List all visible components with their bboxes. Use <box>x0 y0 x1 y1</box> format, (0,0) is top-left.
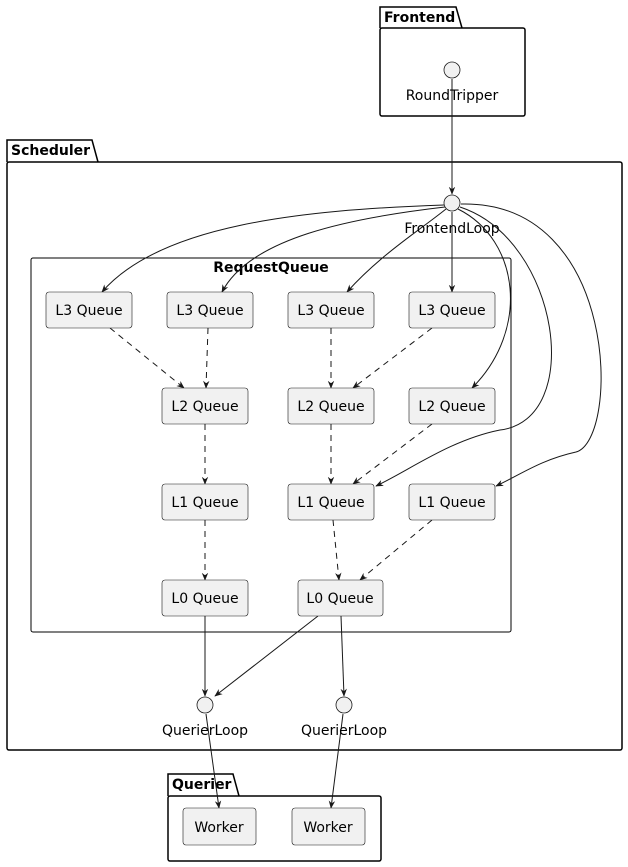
l3-queue-c: L3 Queue <box>287 291 375 329</box>
l3-queue-a: L3 Queue <box>45 291 133 329</box>
l2-queue-a: L2 Queue <box>161 387 249 425</box>
request-queue-container: RequestQueue <box>30 257 512 633</box>
round-tripper-label: RoundTripper <box>406 88 499 104</box>
l0-queue-b: L0 Queue <box>297 579 384 617</box>
edge-l1c-l0b <box>359 519 433 581</box>
scheduler-package-title: Scheduler <box>11 143 90 159</box>
frontend-package-title: Frontend <box>384 10 455 26</box>
frontend-loop-interface: FrontendLoop <box>404 194 500 237</box>
edge-frontendloop-l2c <box>457 208 511 389</box>
l2-queue-c: L2 Queue <box>408 387 496 425</box>
round-tripper-interface: RoundTripper <box>406 61 499 104</box>
l3-queue-b: L3 Queue <box>166 291 254 329</box>
frontend-loop-label: FrontendLoop <box>404 221 499 237</box>
edge-querierloop1-worker1 <box>205 713 222 809</box>
l1-queue-b-label: L1 Queue <box>297 495 364 511</box>
edge-l3d-l2b <box>352 327 433 389</box>
l0-queue-a: L0 Queue <box>161 579 249 617</box>
l1-queue-a-label: L1 Queue <box>171 495 238 511</box>
worker-2: Worker <box>291 807 366 846</box>
l1-queue-c-label: L1 Queue <box>418 495 485 511</box>
l0-queue-a-label: L0 Queue <box>171 591 238 607</box>
l3-queue-c-label: L3 Queue <box>297 303 364 319</box>
request-queue-title: RequestQueue <box>213 260 329 276</box>
edge-frontendloop-l1b <box>375 206 552 487</box>
worker-2-label: Worker <box>303 820 353 836</box>
l1-queue-c: L1 Queue <box>408 483 496 521</box>
l3-queue-d: L3 Queue <box>408 291 496 329</box>
edge-l0b-querierloop1 <box>214 615 319 697</box>
edge-l3a-l2a <box>109 327 185 389</box>
l2-queue-a-label: L2 Queue <box>171 399 238 415</box>
querier-loop-1-circle-icon <box>196 696 214 714</box>
edge-frontendloop-l3b <box>221 206 446 293</box>
frontend-loop-circle-icon <box>443 194 461 212</box>
l2-queue-b-label: L2 Queue <box>297 399 364 415</box>
l1-queue-a: L1 Queue <box>161 483 249 521</box>
querier-loop-2-label: QuerierLoop <box>301 723 387 739</box>
l3-queue-a-label: L3 Queue <box>55 303 122 319</box>
worker-1-label: Worker <box>194 820 244 836</box>
l0-queue-b-label: L0 Queue <box>306 591 373 607</box>
edge-l2c-l1b <box>352 423 433 485</box>
worker-1: Worker <box>182 807 257 846</box>
l2-queue-b: L2 Queue <box>287 387 375 425</box>
round-tripper-circle-icon <box>443 61 461 79</box>
l1-queue-b: L1 Queue <box>287 483 375 521</box>
edge-l0b-querierloop2 <box>340 615 347 697</box>
l3-queue-b-label: L3 Queue <box>176 303 243 319</box>
l2-queue-c-label: L2 Queue <box>418 399 485 415</box>
querier-package-title: Querier <box>172 777 232 793</box>
edge-frontendloop-l3c <box>346 208 447 293</box>
edge-querierloop2-worker2 <box>328 713 344 809</box>
querier-loop-2-interface: QuerierLoop <box>301 696 387 739</box>
querier-loop-2-circle-icon <box>335 696 353 714</box>
edge-frontendloop-l3a <box>101 204 445 293</box>
edges <box>101 79 602 809</box>
querier-loop-1-label: QuerierLoop <box>162 723 248 739</box>
l3-queue-d-label: L3 Queue <box>418 303 485 319</box>
edge-frontendloop-l1c <box>460 203 602 487</box>
querier-loop-1-interface: QuerierLoop <box>162 696 248 739</box>
